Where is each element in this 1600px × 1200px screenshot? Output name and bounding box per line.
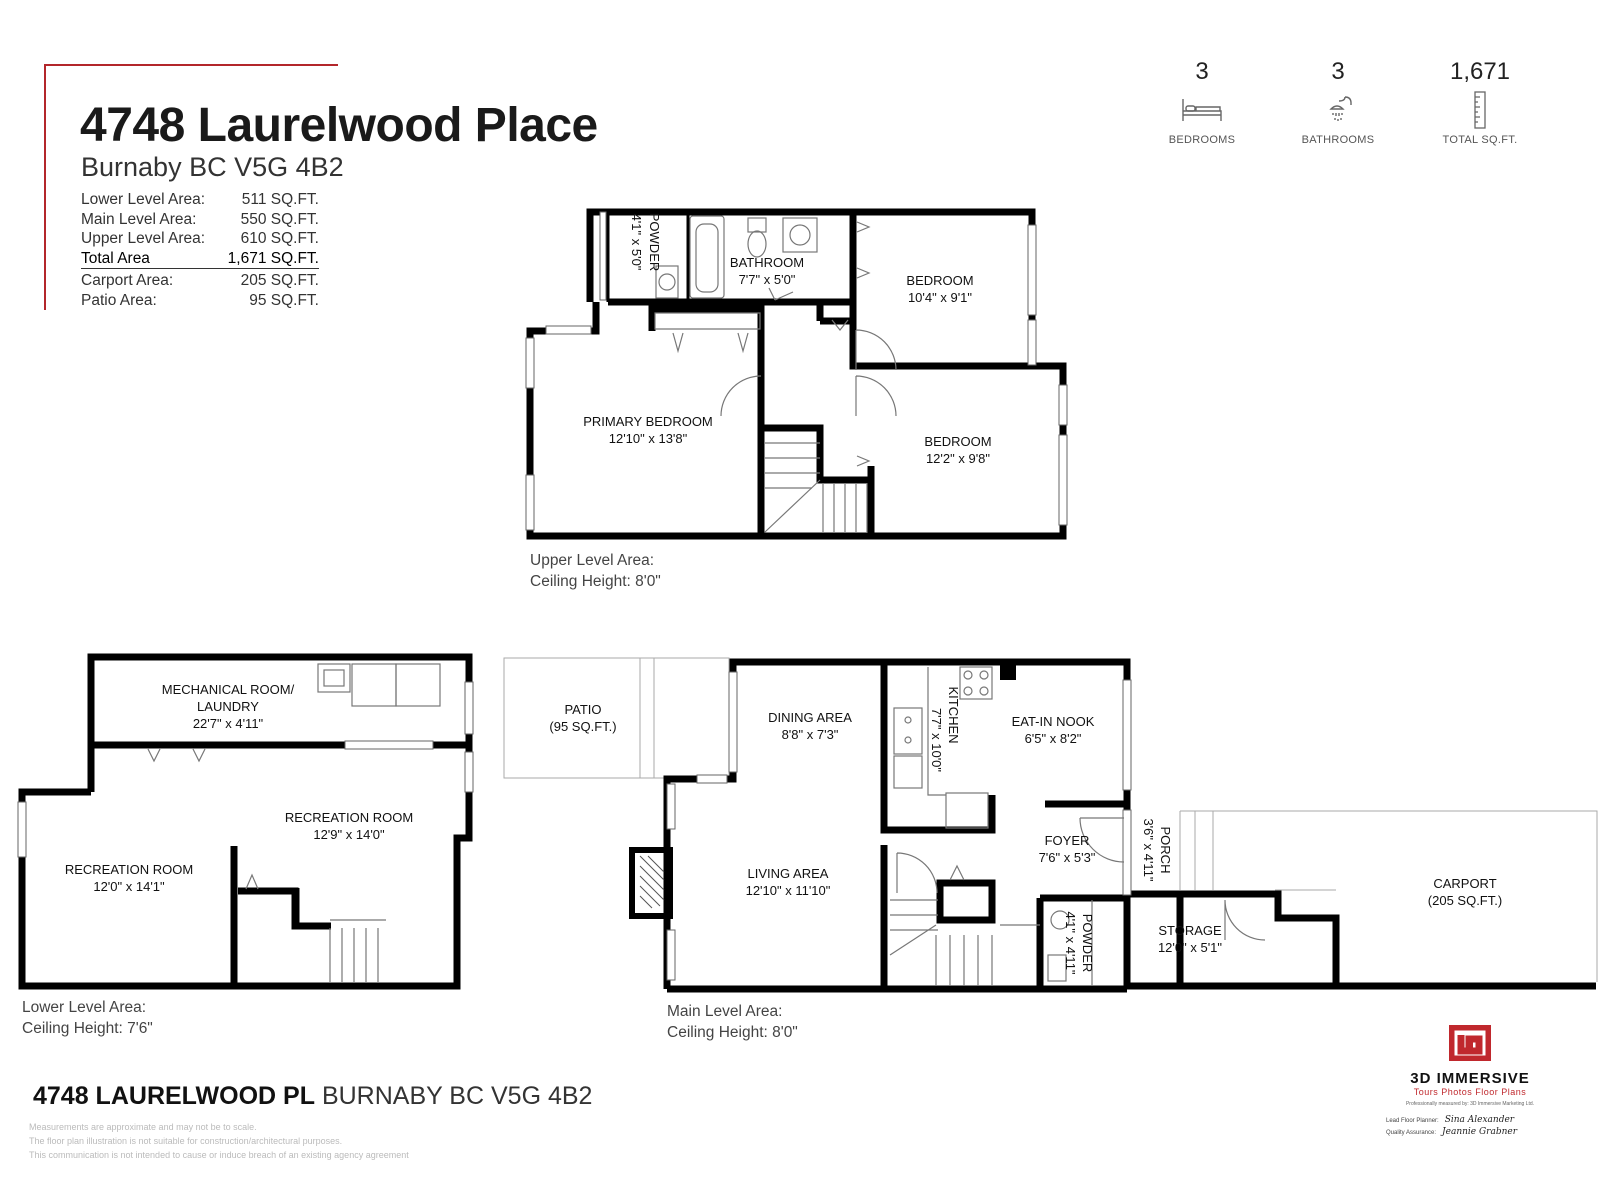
room-carport-name: CARPORT: [1433, 876, 1496, 891]
room-patio-name: PATIO: [564, 702, 601, 717]
stat-bedrooms: 3 BEDROOMS: [1142, 58, 1262, 146]
area-row-lower: Lower Level Area:511 SQ.FT.: [81, 191, 319, 208]
room-rec1-name: RECREATION ROOM: [285, 810, 413, 825]
lower-level-plan: MECHANICAL ROOM/ LAUNDRY 22'7" x 4'11" R…: [17, 653, 474, 990]
page-title: 4748 Laurelwood Place: [80, 99, 598, 152]
brand-mark-icon: [1447, 1023, 1493, 1063]
area-summary: Lower Level Area:511 SQ.FT. Main Level A…: [81, 190, 319, 310]
main-level-caption: Main Level Area:Ceiling Height: 8'0": [667, 1003, 798, 1041]
room-patio-dim: (95 SQ.FT.): [549, 719, 616, 734]
room-mechanical-line1: MECHANICAL ROOM/: [162, 682, 295, 697]
main-level-plan: PATIO (95 SQ.FT.) DINING AREA 8'8" x 7'3…: [503, 657, 1598, 993]
upper-level-plan: POWDER 4'1" x 5'0" BATHROOM 7'7" x 5'0" …: [525, 208, 1068, 540]
room-nook-name: EAT-IN NOOK: [1012, 714, 1095, 729]
accent-line-horizontal: [44, 64, 338, 66]
room-mechanical-line2: LAUNDRY: [197, 699, 259, 714]
room-mechanical-dim: 22'7" x 4'11": [193, 716, 264, 731]
stat-bathrooms: 3 BATHROOMS: [1278, 58, 1398, 146]
room-primary-dim: 12'10" x 13'8": [609, 431, 688, 446]
room-rec2-name: RECREATION ROOM: [65, 862, 193, 877]
area-row-carport: Carport Area:205 SQ.FT.: [81, 272, 319, 289]
room-bedroom2-dim: 12'2" x 9'8": [926, 451, 990, 466]
room-storage-dim: 12'0" x 5'1": [1158, 940, 1222, 955]
room-bedroom1-name: BEDROOM: [906, 273, 973, 288]
upper-level-caption: Upper Level Area:Ceiling Height: 8'0": [530, 552, 661, 590]
room-nook-dim: 6'5" x 8'2": [1025, 731, 1082, 746]
room-powder-upper-dim: 4'1" x 5'0": [629, 214, 644, 271]
brand-logo: 3D IMMERSIVE Tours Photos Floor Plans Pr…: [1380, 1023, 1560, 1107]
room-rec1-dim: 12'9" x 14'0": [313, 827, 385, 842]
room-foyer-name: FOYER: [1045, 833, 1090, 848]
stat-total-sqft: 1,671 TOTAL SQ.FT.: [1420, 58, 1540, 146]
area-row-main: Main Level Area:550 SQ.FT.: [81, 210, 319, 228]
room-foyer-dim: 7'6" x 5'3": [1039, 850, 1096, 865]
room-bedroom2-name: BEDROOM: [924, 434, 991, 449]
room-kitchen-dim: 7'7" x 10'0": [929, 708, 944, 772]
area-row-patio: Patio Area:95 SQ.FT.: [81, 291, 319, 309]
room-bathroom-dim: 7'7" x 5'0": [739, 272, 796, 287]
ruler-icon: [1420, 88, 1540, 132]
room-bedroom1-dim: 10'4" x 9'1": [908, 290, 972, 305]
room-dining-dim: 8'8" x 7'3": [782, 727, 839, 742]
room-powder-upper-name: POWDER: [647, 213, 662, 272]
room-porch-dim: 3'6" x 4'11": [1141, 818, 1156, 881]
room-living-dim: 12'10" x 11'10": [746, 883, 831, 898]
bed-icon: [1142, 88, 1262, 132]
room-dining-name: DINING AREA: [768, 710, 852, 725]
room-rec2-dim: 12'0" x 14'1": [93, 879, 165, 894]
room-storage-name: STORAGE: [1158, 923, 1222, 938]
disclaimer: Measurements are approximate and may not…: [29, 1122, 409, 1160]
area-row-upper: Upper Level Area:610 SQ.FT.: [81, 230, 319, 247]
accent-line-vertical: [44, 64, 46, 310]
room-powder-main-name: POWDER: [1080, 914, 1095, 973]
room-kitchen-name: KITCHEN: [946, 686, 961, 743]
page-subtitle: Burnaby BC V5G 4B2: [81, 152, 344, 182]
room-porch-name: PORCH: [1158, 827, 1173, 874]
room-powder-main-dim: 4'1" x 4'11": [1063, 911, 1078, 974]
room-carport-dim: (205 SQ.FT.): [1428, 893, 1502, 908]
room-living-name: LIVING AREA: [748, 866, 829, 881]
signatures: Lead Floor Planner:Sina Alexander Qualit…: [1386, 1115, 1518, 1137]
room-primary-name: PRIMARY BEDROOM: [583, 414, 713, 429]
room-bathroom-name: BATHROOM: [730, 255, 804, 270]
shower-icon: [1278, 88, 1398, 132]
footer-address: 4748 LAURELWOOD PL BURNABY BC V5G 4B2: [33, 1082, 593, 1110]
lower-level-caption: Lower Level Area:Ceiling Height: 7'6": [22, 999, 153, 1037]
